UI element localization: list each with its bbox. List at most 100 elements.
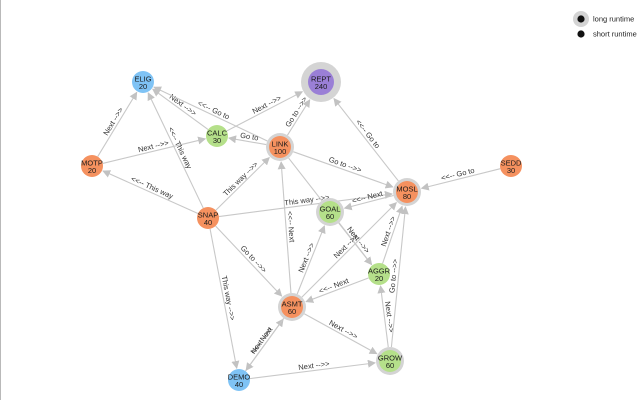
edge-link-rept: Go to -->> [283,94,311,136]
node-value: 30 [507,166,515,175]
edge-line [215,156,270,211]
node-value: 60 [326,212,334,221]
edge-line [209,228,240,369]
node-name: SNAP [198,211,218,220]
edge-line [343,194,394,211]
edge-line [249,359,376,380]
node-value: 20 [375,274,383,283]
node-circle [368,263,390,285]
edge-grow-aggr: Next -->> [377,285,396,348]
edge-line [301,202,397,298]
edge-label: <<-- Next [249,325,275,356]
node-value: 40 [235,380,243,389]
edge-line [377,285,389,348]
node-name: REPT [311,75,331,84]
edge-aggr-mosl: Next -->> [379,205,404,264]
edge-line [303,313,378,355]
node-name: DEMO [228,373,251,382]
edge-label: Next -->> [298,359,331,372]
edge-snap-link: This way -->> [215,156,270,211]
node-circle [319,201,341,223]
edge-label: Go to [240,131,260,143]
node-name: LINK [272,140,289,149]
edge-grow-mosl: Go to -->> [387,206,409,348]
node-value: 60 [288,307,296,316]
node-circle [206,125,228,147]
edge-line [420,168,501,191]
edge-line [382,205,404,264]
edge-line [305,277,369,303]
node-value: 240 [315,82,328,91]
edge-line [153,86,268,142]
edge-label: <<-- Next [351,189,384,206]
edge-label: Next -->> [379,215,398,248]
edge-snap-demo: This way -->> [209,228,240,369]
edge-line [152,88,209,130]
edge-label: Go to -->> [387,258,399,294]
edge-line [102,170,199,215]
edge-link-mosl: Go to -->> [293,151,394,189]
edge-label: <<-- This way [166,125,194,170]
node-name: SEDD [501,159,522,168]
node-value: 40 [204,218,212,227]
edge-line [287,99,311,136]
edge-label: Next -->> [101,105,125,137]
node-name: AGGR [368,267,391,276]
edge-link-calc: Go to [228,131,267,146]
node-circle [281,296,303,318]
node-circle [81,155,103,177]
node-circle [308,69,334,95]
edge-line [296,225,326,295]
node-name: GROW [378,354,403,363]
node-name: MOSL [396,185,417,194]
node-circle [269,136,291,158]
node-name: CALC [207,129,228,138]
edge-sedd-mosl: <<-- Go to [420,166,501,191]
node-value: 80 [403,192,411,201]
edge-label: Go to -->> [328,155,364,175]
node-name: GOAL [320,205,341,214]
edge-line [333,97,399,182]
edge-label: Next -->> [383,301,396,334]
edge-line [97,91,138,157]
edge-asmt-grow: Next -->> [303,313,378,355]
edge-label: <<-- Next [318,276,351,296]
edge-label: Next -->> [296,241,316,274]
node-name: ASMT [282,300,303,309]
node-value: 20 [88,166,96,175]
edge-aggr-asmt: <<-- Next [305,276,369,303]
edge-demo-grow: Next -->> [249,359,376,380]
node-name: ELIG [134,75,151,84]
edge-asmt-goal: Next -->> [296,225,326,295]
legend: long runtime short runtime [573,11,637,39]
edge-snap-motp: <<-- This way [102,170,199,215]
edge-label: This way -->> [221,159,260,198]
edge-line [245,318,285,371]
node-value: 60 [386,361,394,370]
node-value: 100 [274,147,287,156]
legend-long-runtime-dot [577,15,585,23]
edge-line [218,190,393,218]
edge-line [215,225,283,297]
node-name: MOTP [81,159,103,168]
legend-long-runtime-label: long runtime [593,15,634,24]
edge-label: <<-- Go to [354,118,382,150]
node-circle [379,350,401,372]
node-circle [197,207,219,229]
